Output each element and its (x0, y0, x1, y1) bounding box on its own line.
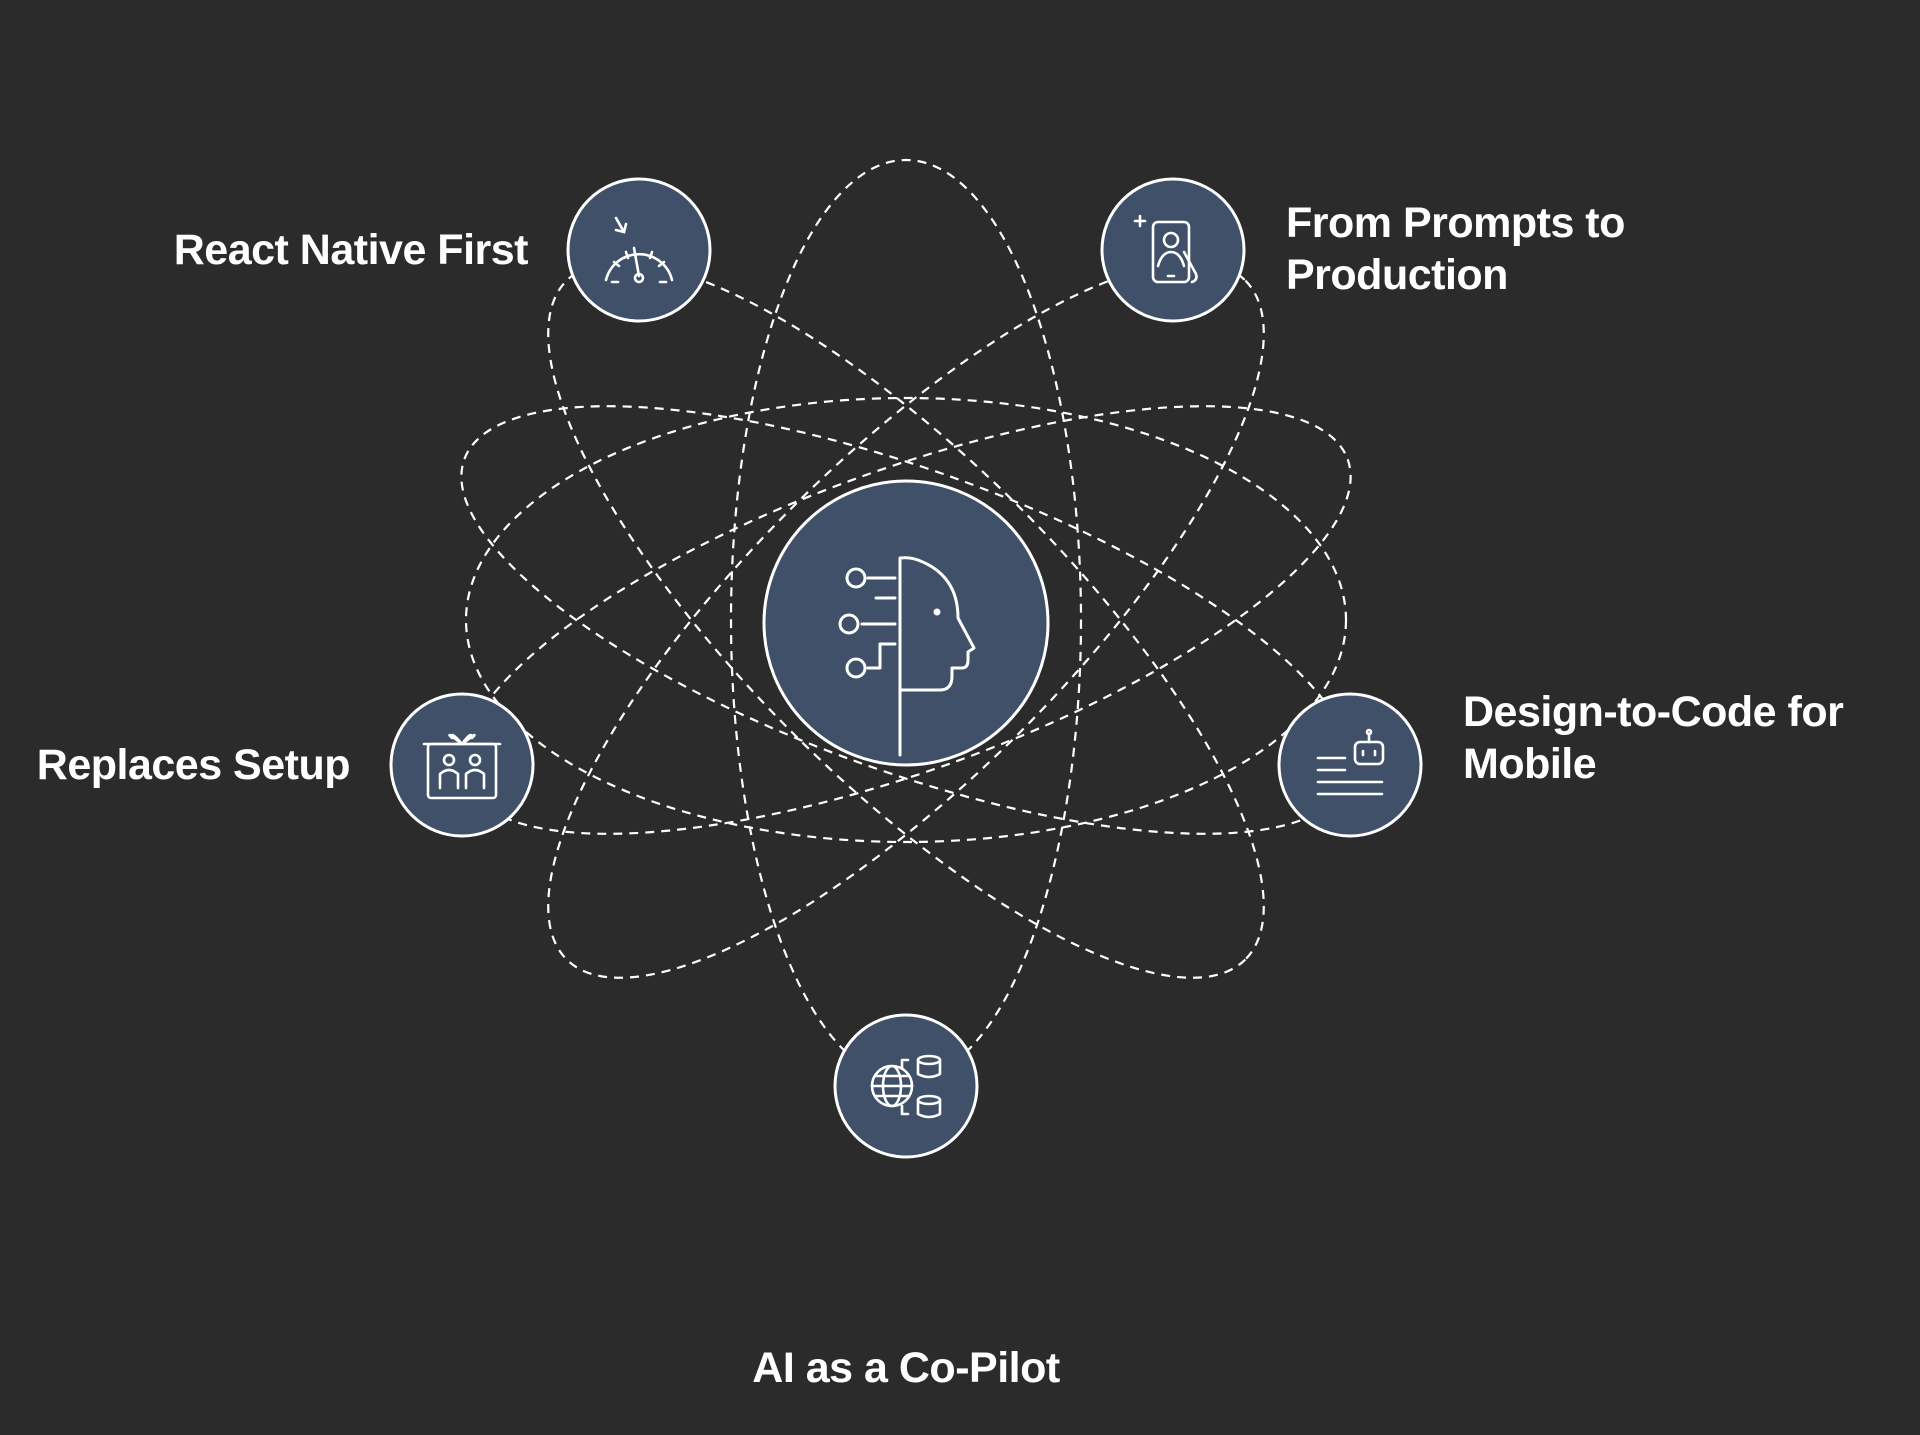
phone-user-touch-icon (1133, 214, 1198, 284)
label-line: React Native First (173, 226, 529, 274)
orbit-diagonal-b (547, 261, 1265, 979)
gift-box-people-icon (422, 733, 502, 800)
label-line: Replaces Setup (36, 741, 351, 789)
label-line: Mobile (1463, 740, 1597, 788)
node-from-prompts-to-production (1100, 177, 1246, 323)
node-ai-as-co-pilot (833, 1013, 979, 1159)
label-line: Design-to-Code for (1463, 688, 1844, 736)
ai-head-circuit-icon (838, 556, 976, 757)
node-replaces-setup (389, 692, 535, 838)
globe-databases-icon (870, 1054, 942, 1119)
node-design-to-code (1277, 692, 1423, 838)
center-node (762, 479, 1050, 767)
label-replaces-setup: Replaces Setup (30, 739, 351, 791)
orbit-diagonal-a (547, 261, 1265, 979)
label-design-to-code: Design-to-Code for Mobile (1463, 686, 1844, 790)
speedometer-gauge-icon (604, 216, 674, 284)
label-line: Production (1286, 251, 1508, 299)
label-line: AI as a Co-Pilot (752, 1344, 1060, 1392)
label-from-prompts-to-production: From Prompts to Production (1286, 197, 1625, 301)
node-react-native-first (566, 177, 712, 323)
orbit-vertical (729, 158, 1083, 1082)
label-react-native-first: React Native First (150, 224, 529, 276)
orbit-wide-b (460, 405, 1352, 835)
label-ai-as-co-pilot: AI as a Co-Pilot (706, 1342, 1106, 1394)
orbit-horizontal (464, 396, 1348, 844)
robot-text-lines-icon (1316, 728, 1385, 796)
label-line: From Prompts to (1286, 199, 1625, 247)
